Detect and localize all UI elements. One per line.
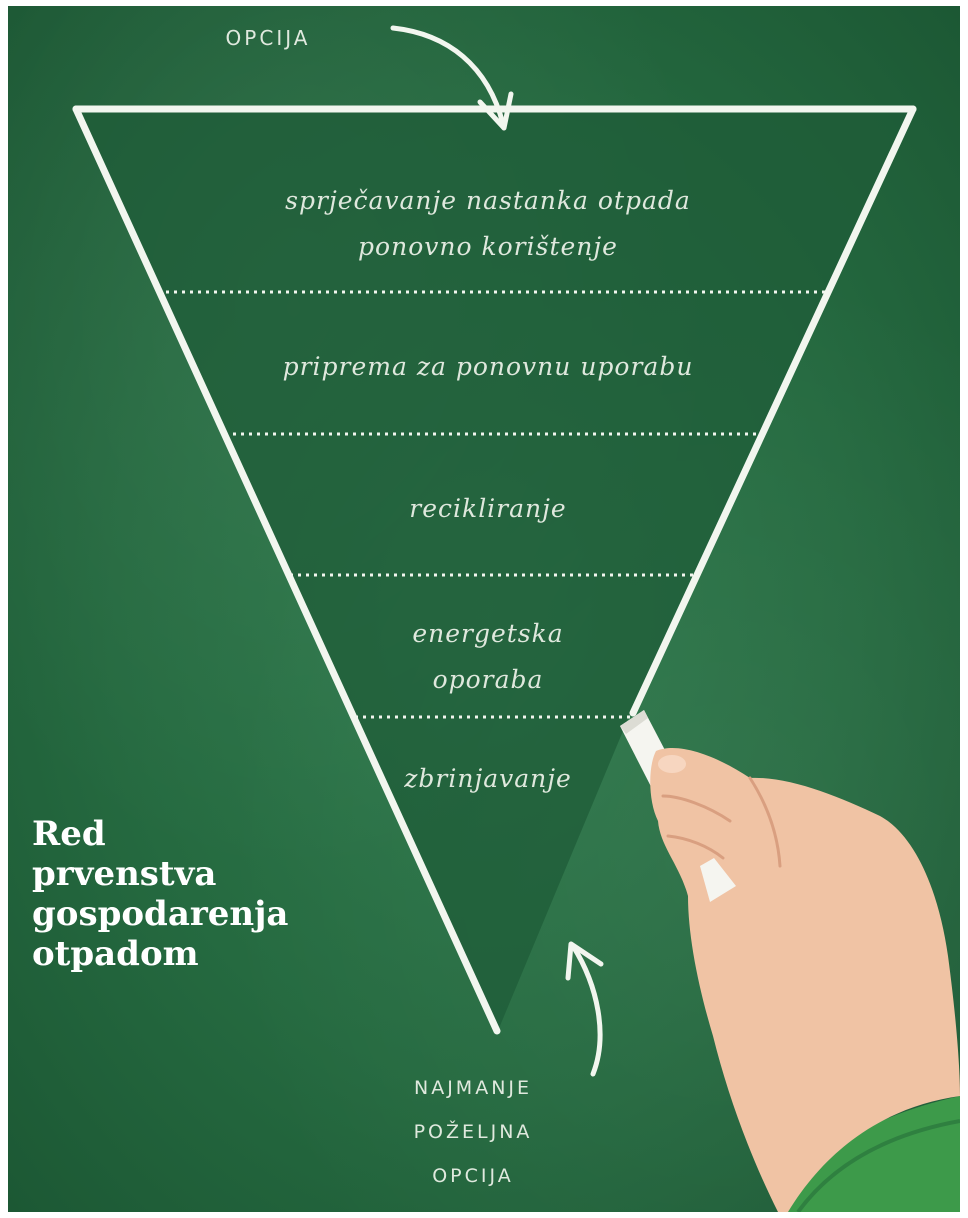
bottom-label: NAJMANJE POŽELJNA OPCIJA xyxy=(358,1066,588,1198)
bottom-label-line-2: POŽELJNA xyxy=(413,1121,533,1143)
level-4-line-1: energetska xyxy=(412,619,564,648)
bottom-label-line-1: NAJMANJE xyxy=(413,1077,533,1099)
bottom-label-line-3: OPCIJA xyxy=(432,1165,514,1187)
funnel-body xyxy=(76,109,913,1033)
curved-arrow-up-icon xyxy=(565,941,604,1077)
level-5-label: zbrinjavanje xyxy=(368,756,608,802)
curved-arrow-down-icon xyxy=(390,25,514,131)
title-line-4: otpadom xyxy=(32,934,199,974)
title-line-3: gospodarenja xyxy=(32,894,289,934)
level-1-line-2: ponovno korištenje xyxy=(358,232,618,261)
level-1-label: sprječavanje nastanka otpada ponovno kor… xyxy=(248,178,728,270)
title-line-2: prvenstva xyxy=(32,854,217,894)
level-4-label: energetska oporaba xyxy=(368,611,608,703)
title-line-1: Red xyxy=(32,814,106,854)
level-3-line-1: recikliranje xyxy=(409,494,567,523)
funnel-right-edge xyxy=(629,105,917,717)
diagram-title: Red prvenstva gospodarenja otpadom xyxy=(32,814,288,974)
level-5-line-1: zbrinjavanje xyxy=(404,764,572,793)
level-2-line-1: priprema za ponovnu uporabu xyxy=(282,352,694,381)
chalkboard: OPCIJA sprječavanje nastanka otpada pono… xyxy=(8,6,960,1212)
top-label: OPCIJA xyxy=(225,26,311,50)
funnel-left-edge xyxy=(72,105,501,1035)
level-3-label: recikliranje xyxy=(348,486,628,532)
funnel-diagram xyxy=(72,25,960,1212)
hand-illustration xyxy=(620,710,960,1212)
level-1-line-1: sprječavanje nastanka otpada xyxy=(285,186,691,215)
level-2-label: priprema za ponovnu uporabu xyxy=(248,344,728,390)
level-4-line-2: oporaba xyxy=(432,665,544,694)
